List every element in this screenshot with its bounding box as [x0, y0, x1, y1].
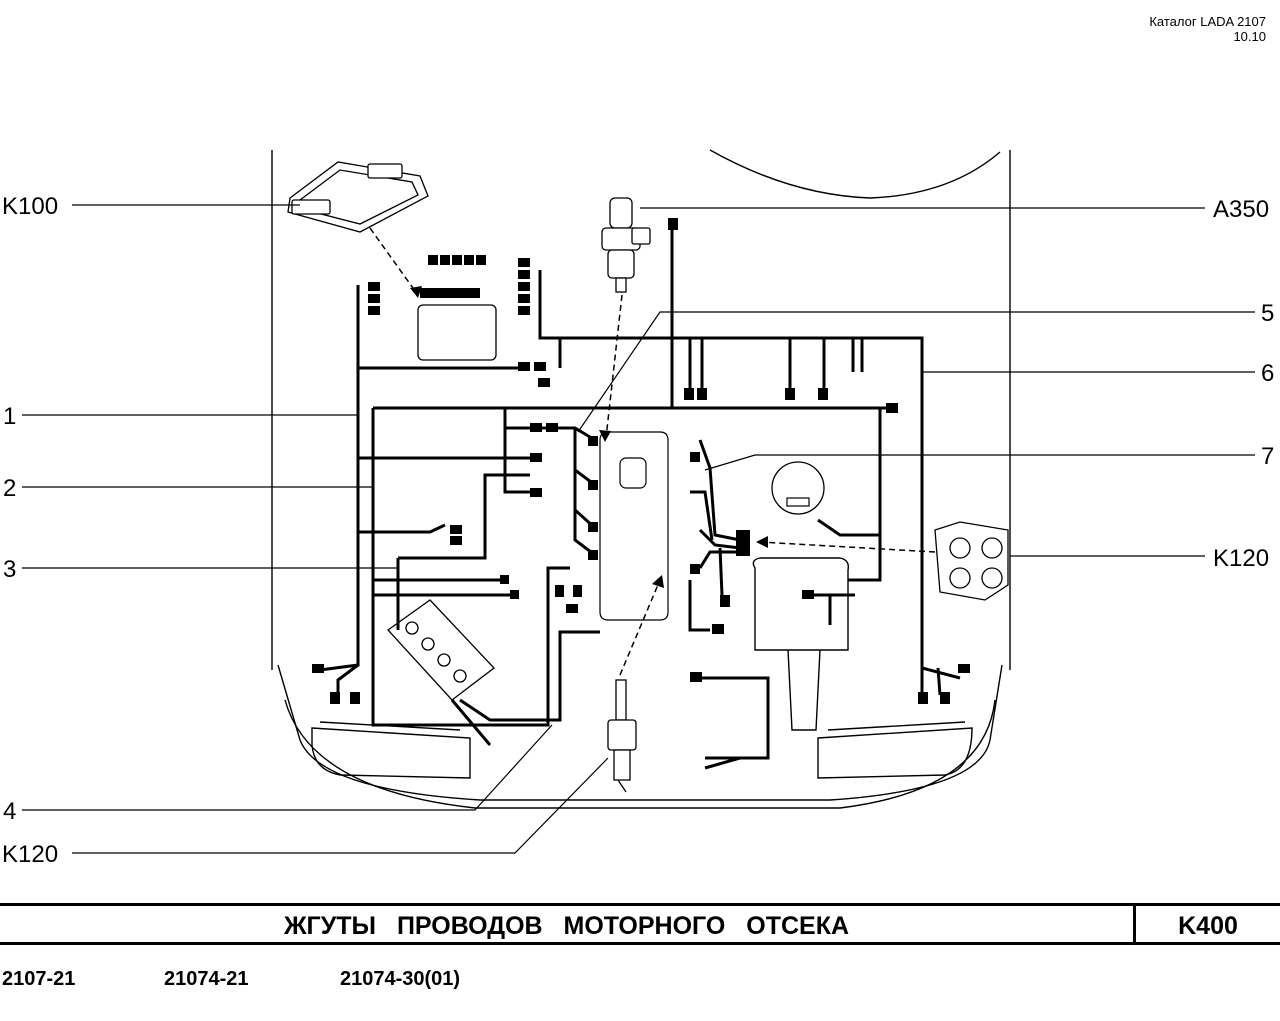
callout-5: 5	[1261, 300, 1274, 327]
model-item: 21074-21	[164, 968, 249, 990]
car-body-outline	[271, 149, 1011, 809]
wiring-diagram: K100 A350 5 6 7 K120 1 2 3 4 K120	[2, 149, 1274, 868]
catalog-title: Каталог LADA 2107	[1149, 14, 1266, 29]
spark-plug	[607, 679, 637, 793]
footer-title-bar: ЖГУТЫ ПРОВОДОВ МОТОРНОГО ОТСЕКА K400	[0, 903, 1280, 945]
model-item: 2107-21	[2, 968, 76, 990]
callout-7: 7	[1261, 443, 1274, 470]
callout-k120-right: K120	[1213, 545, 1269, 572]
callout-6: 6	[1261, 360, 1274, 387]
callout-k100: K100	[2, 193, 58, 220]
ecu-connector	[420, 288, 480, 298]
footer-separator	[1133, 906, 1136, 942]
ecu-connector-box	[417, 304, 497, 361]
callout-3: 3	[3, 556, 16, 583]
battery	[387, 599, 495, 701]
ecu-module	[287, 161, 429, 233]
callout-a350: A350	[1213, 196, 1269, 223]
assembly-arrows	[369, 227, 936, 676]
callout-lines	[22, 204, 1255, 854]
callout-2: 2	[3, 475, 16, 502]
footer-title: ЖГУТЫ ПРОВОДОВ МОТОРНОГО ОТСЕКА	[283, 912, 850, 940]
callout-4: 4	[3, 798, 16, 825]
round-sensor	[771, 461, 825, 515]
callout-1: 1	[3, 403, 16, 430]
connectors	[312, 218, 970, 704]
footer-code: K400	[1178, 912, 1238, 940]
engine-block-outline	[599, 431, 669, 621]
callout-k120-left: K120	[2, 841, 58, 868]
engine-block-port	[619, 457, 647, 489]
harness-wires	[319, 225, 961, 770]
arrow-heads	[410, 286, 768, 588]
injector	[601, 197, 651, 293]
model-item: 21074-30(01)	[340, 968, 461, 990]
round-sensor-slot	[786, 497, 810, 507]
catalog-page: 10.10	[1233, 29, 1266, 44]
catalog-header: Каталог LADA 2107 10.10	[1149, 14, 1266, 44]
ignition-coil	[934, 521, 1009, 601]
